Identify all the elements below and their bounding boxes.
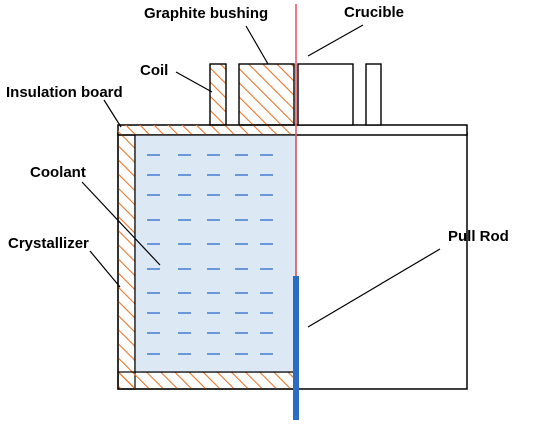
coolant-dashes [147,154,273,355]
leader-crucible [307,24,364,57]
leader-crystallizer [89,250,121,288]
label-coolant: Coolant [30,164,86,181]
label-graphite-bushing: Graphite bushing [144,5,268,22]
coil [209,63,227,126]
leader-lines [81,24,441,328]
leader-insulation-board [103,99,122,128]
label-insulation-board: Insulation board [6,84,123,101]
label-crucible: Crucible [344,4,404,21]
pull-rod-thick [293,276,299,420]
leader-coil [175,71,213,93]
crystallizer-bottom [117,371,297,390]
label-crystallizer: Crystallizer [8,235,89,252]
coolant-area [134,134,297,373]
crucible [297,63,354,126]
crystallizer-left-wall [117,134,136,390]
leader-graphite-bushing [245,25,269,65]
leader-pull-rod [307,248,441,328]
insulation-board-hatched [118,125,296,135]
label-pull-rod: Pull Rod [448,228,509,245]
label-coil: Coil [140,62,168,79]
coil-right [365,63,382,126]
leader-coolant [81,181,161,266]
graphite-bushing [238,63,295,126]
